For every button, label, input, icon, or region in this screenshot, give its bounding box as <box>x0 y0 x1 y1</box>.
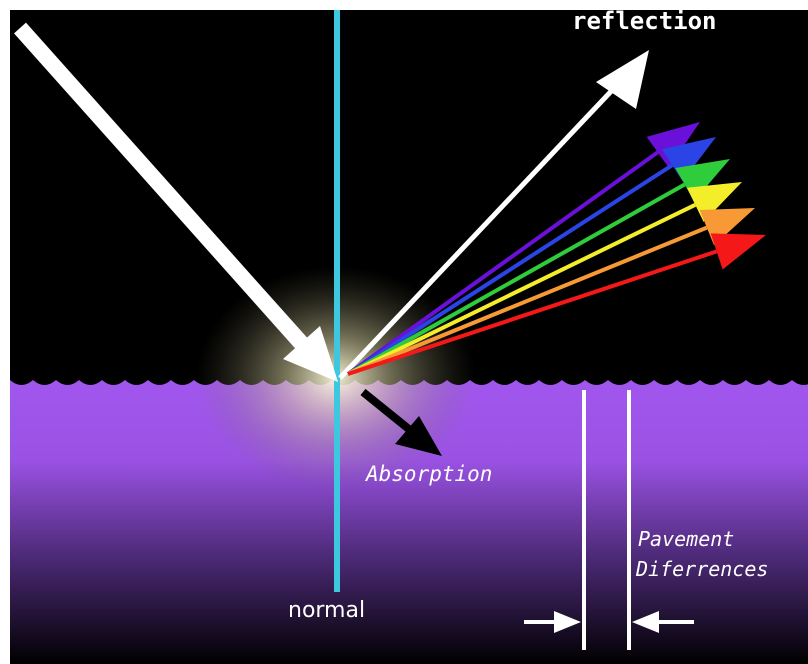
absorption-arrow <box>360 388 442 456</box>
diagram-frame: reflection Absorption normal Pavement Di… <box>10 10 808 664</box>
spectrum-ray-blue <box>346 137 716 376</box>
light-reflection-diagram: reflection Absorption normal Pavement Di… <box>10 10 808 664</box>
absorption-label: Absorption <box>364 462 492 486</box>
incident-ray-arrow <box>14 22 338 382</box>
pavement-arrow-left <box>524 611 581 633</box>
spectrum-ray-red <box>347 233 766 376</box>
reflection-label: reflection <box>572 10 717 35</box>
pavement-label-line1: Pavement <box>638 527 734 551</box>
pavement-surface <box>10 380 808 664</box>
reflection-ray-arrow <box>338 50 649 380</box>
normal-label: normal <box>288 598 365 623</box>
spectrum-ray-violet <box>346 122 700 376</box>
pavement-label-line2: Diferrences <box>635 557 768 581</box>
pavement-arrow-right <box>632 611 694 633</box>
spectrum-rays <box>346 122 766 376</box>
spectrum-ray-yellow <box>347 182 742 376</box>
